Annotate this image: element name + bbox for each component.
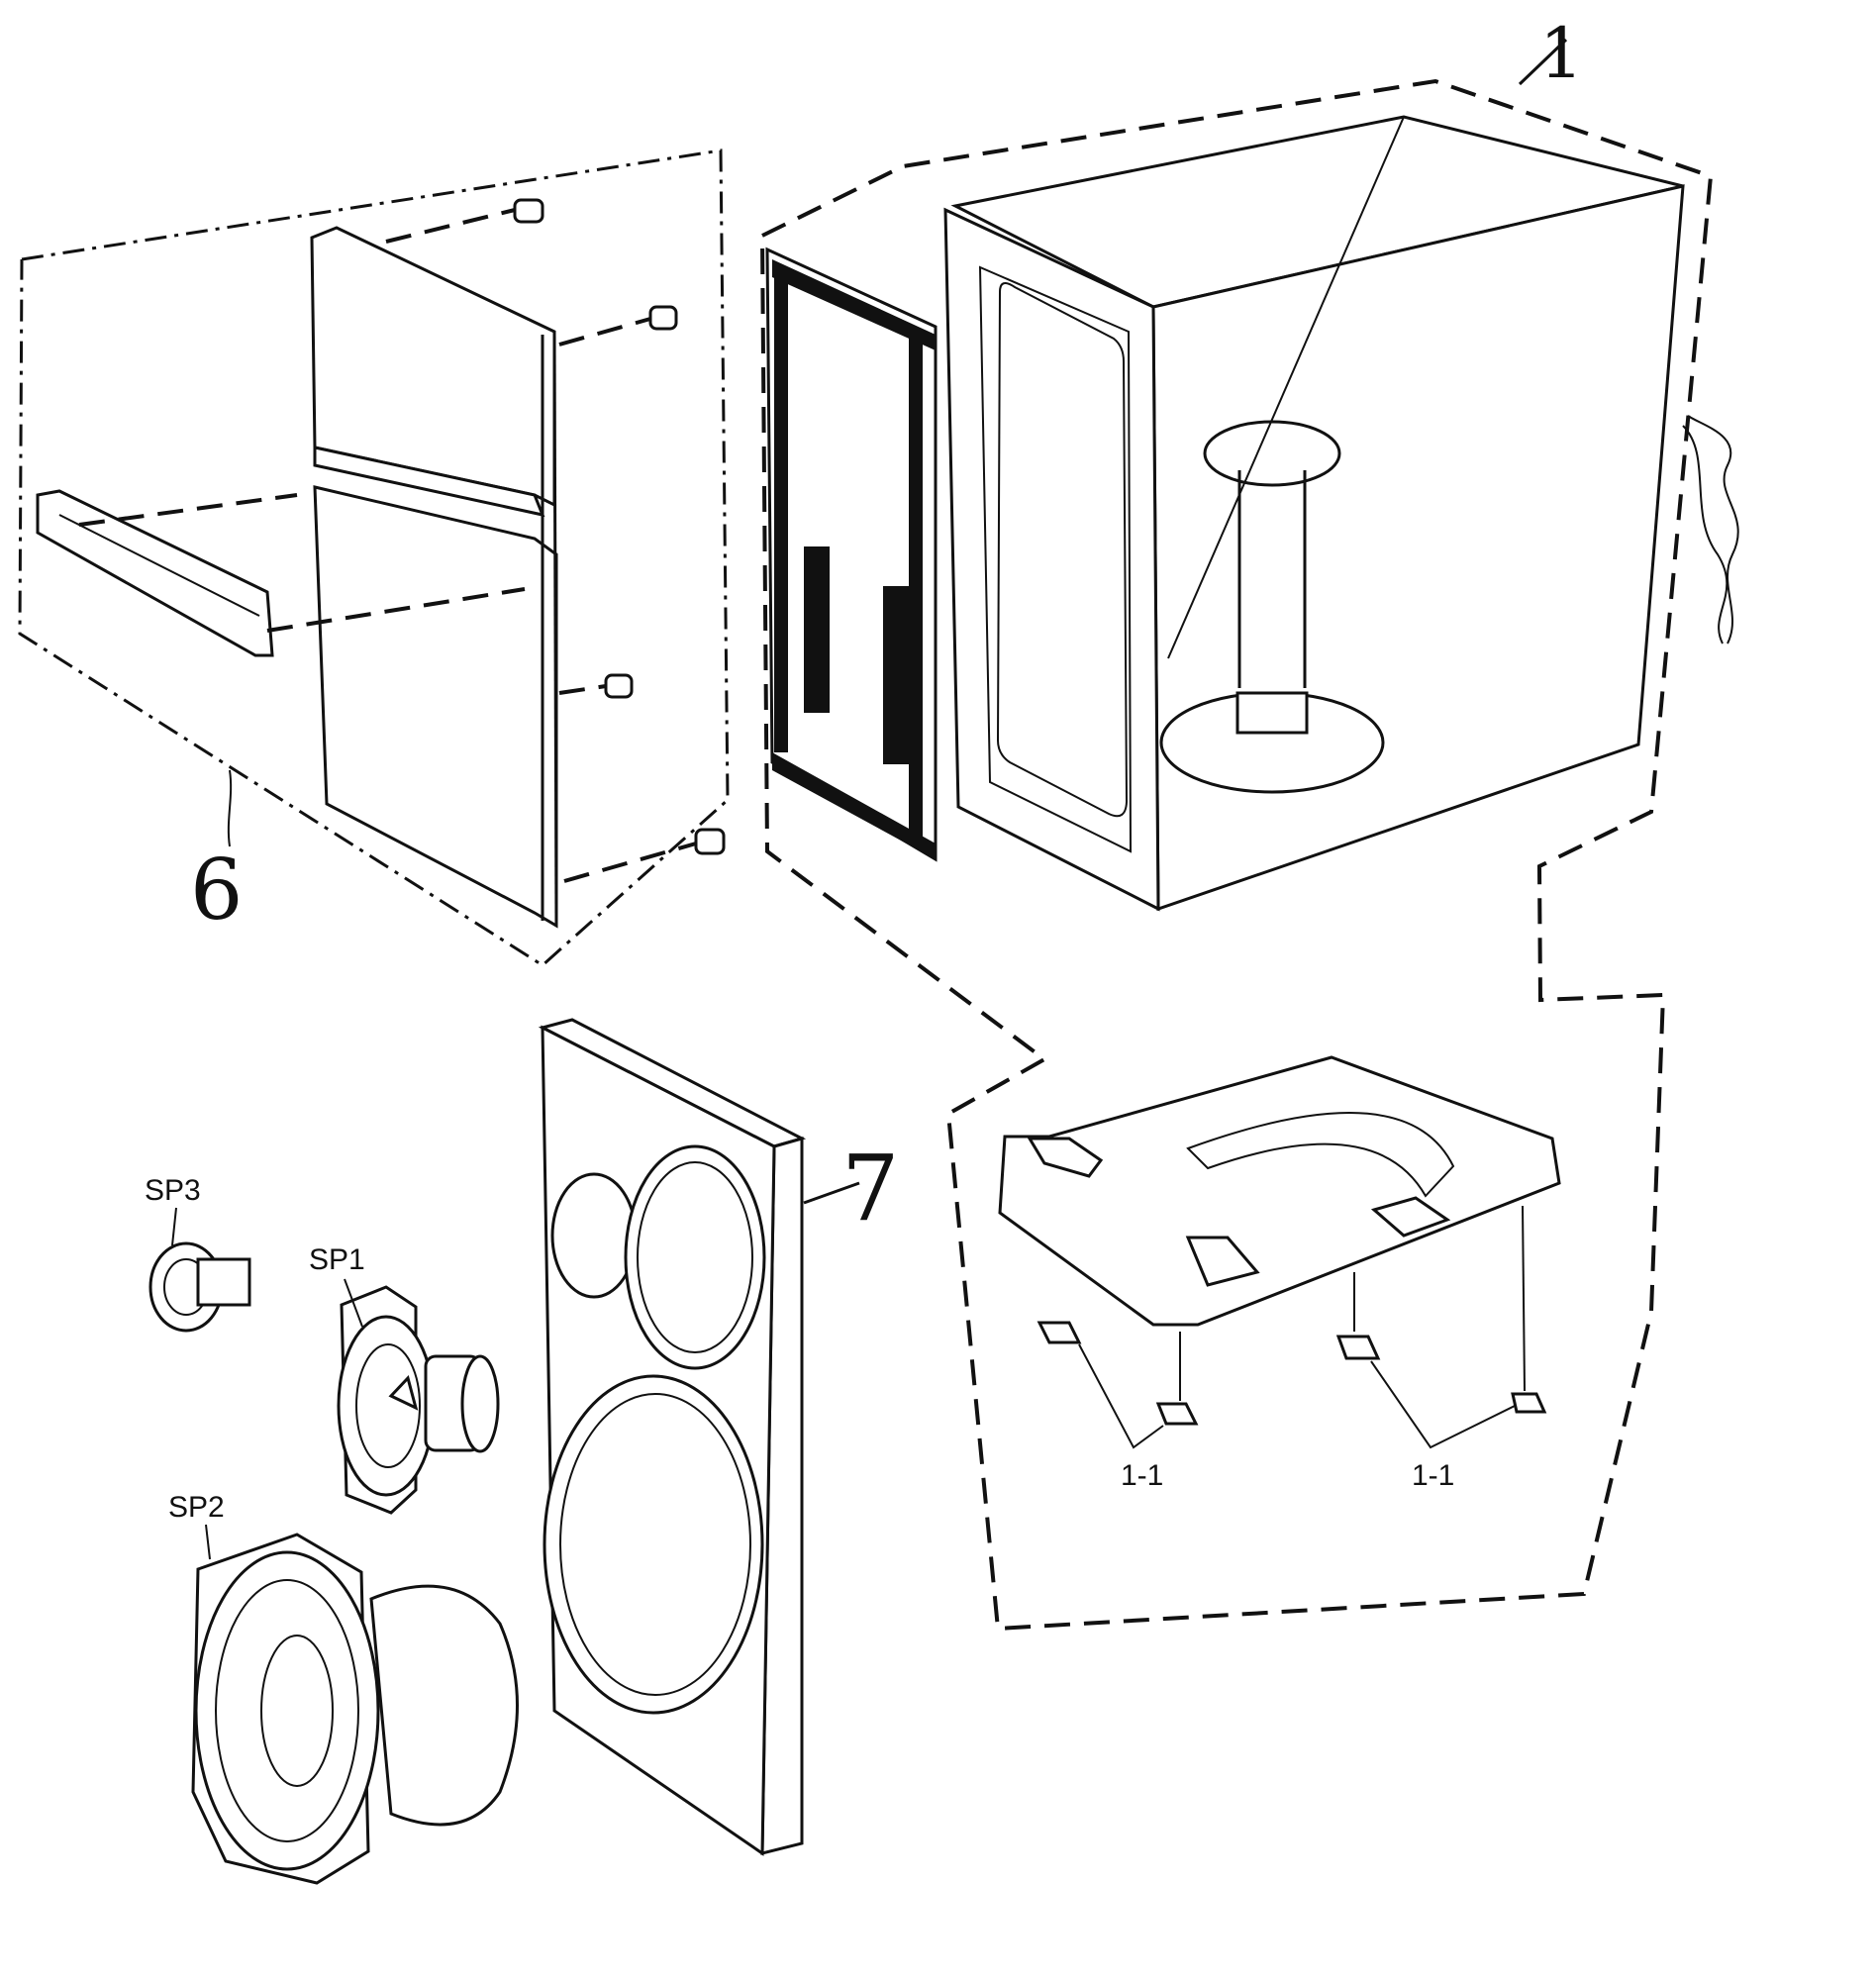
- foot-3: [1335, 1335, 1381, 1360]
- grille-assembly: [18, 149, 730, 967]
- baffle-hole-woofer: [543, 1374, 764, 1715]
- cabinet-base-plate: [998, 1055, 1561, 1449]
- callout-foot-left: 1-1: [1121, 1459, 1163, 1492]
- woofer-sp2: [191, 1524, 519, 1885]
- cabinet-group-boundary: [760, 78, 1714, 1632]
- speaker-wire: [1682, 415, 1739, 644]
- foot-4: [1511, 1392, 1547, 1414]
- foot-1: [1037, 1321, 1082, 1344]
- callout-midrange: SP1: [309, 1243, 365, 1276]
- callout-tweeter: SP3: [145, 1174, 201, 1207]
- callout-grille: 6: [190, 842, 243, 939]
- baffle-board: [538, 1018, 860, 1856]
- cabinet-assembly: [760, 78, 1739, 1632]
- grille-peg-2: [558, 305, 678, 347]
- baffle-hole-tweeter: [550, 1172, 638, 1299]
- baffle-hole-midrange: [624, 1144, 766, 1370]
- port-tube: [1159, 420, 1385, 794]
- grille-group-boundary: [18, 149, 730, 967]
- grille-peg-4: [563, 828, 726, 883]
- cabinet-box-side: [1151, 184, 1685, 912]
- grille-panel-lower: [313, 485, 558, 929]
- foot-2: [1155, 1402, 1199, 1426]
- grille-peg-1: [385, 198, 544, 244]
- callout-foot-right: 1-1: [1412, 1459, 1454, 1492]
- grille-badge-strip: [36, 489, 274, 657]
- callout-baffle: 7: [841, 1136, 900, 1241]
- grille-crossbar: [313, 446, 545, 518]
- midrange-sp1: [337, 1278, 500, 1515]
- grille-peg-3: [558, 673, 634, 699]
- callout-cabinet: 1: [1539, 13, 1584, 94]
- callout-woofer: SP2: [168, 1491, 225, 1524]
- tweeter-sp3: [148, 1207, 251, 1333]
